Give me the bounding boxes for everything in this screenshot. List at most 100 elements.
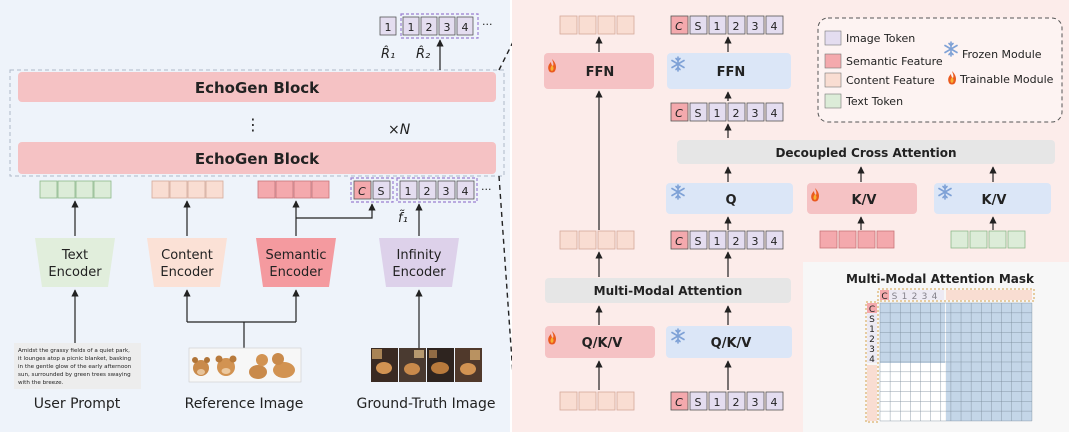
teddy-bear-image — [249, 354, 268, 379]
mask-row-label: S — [869, 315, 875, 325]
user-prompt-box — [14, 343, 141, 389]
text-token-row — [950, 230, 1026, 249]
mask-grid — [879, 302, 1033, 422]
text-encoder-label: Text — [61, 248, 88, 263]
multi-modal-attention-label: Multi-Modal Attention — [594, 284, 743, 298]
image-token: 3 — [752, 396, 759, 409]
ground-truth-image-strip — [371, 348, 482, 382]
prompt-line: in the gentle glow of the early afternoo… — [18, 364, 132, 370]
image-input-row: C S 1 2 3 4 — [670, 391, 784, 411]
image-token: 2 — [733, 20, 740, 33]
token-c: C — [675, 20, 683, 33]
content-feature-row — [151, 180, 224, 199]
input-token: 4 — [462, 185, 469, 198]
text-encoder-label: Encoder — [48, 265, 102, 280]
image-token: 4 — [771, 235, 778, 248]
reference-image-strip — [188, 347, 302, 383]
image-token: 1 — [714, 107, 721, 120]
right-branch-output-row: C S 1 2 3 4 — [670, 15, 784, 35]
mask-row-label: 4 — [869, 355, 875, 365]
content-encoder — [147, 238, 227, 287]
semantic-encoder-label: Semantic — [266, 248, 327, 263]
input-token: 3 — [443, 185, 450, 198]
qkv-right-label: Q/K/V — [711, 336, 752, 351]
teddy-bear-image — [272, 353, 295, 378]
mask-row-label: 1 — [869, 325, 875, 335]
output-token: 4 — [462, 21, 469, 34]
output-token: 1 — [385, 21, 392, 34]
input-token: 2 — [424, 185, 431, 198]
kv-text-label: K/V — [982, 193, 1007, 208]
image-token: 4 — [771, 396, 778, 409]
image-token: 3 — [752, 107, 759, 120]
output-token: 1 — [408, 21, 415, 34]
prompt-line: Amidst the grassy fields of a quiet park… — [18, 348, 130, 354]
semantic-feature-row — [819, 230, 895, 249]
echogen-block-bottom — [18, 142, 496, 174]
qkv-left-module — [545, 326, 655, 358]
echogen-block-top-label: EchoGen Block — [195, 79, 320, 97]
token-c: C — [675, 235, 683, 248]
output-token: 2 — [426, 21, 433, 34]
legend-content-feature: Content Feature — [846, 74, 935, 87]
mask-row-label: 2 — [869, 335, 875, 345]
r-hat-2-label: R̂₂ — [416, 47, 430, 62]
r-hat-1-label: R̂₁ — [381, 47, 395, 62]
prompt-line: with the breeze. — [18, 380, 64, 386]
q-module — [666, 183, 793, 214]
semantic-encoder — [256, 238, 336, 287]
input-token-row: C S 1 2 3 4 ··· — [350, 177, 492, 203]
prompt-line: sun, surrounded by green trees swaying — [18, 372, 131, 378]
divider — [498, 175, 518, 432]
image-token: 2 — [733, 396, 740, 409]
image-token: 2 — [733, 107, 740, 120]
right-panel: C S 1 2 3 4 FFN FFN C S — [512, 0, 1069, 432]
infinity-encoder — [379, 238, 459, 287]
legend-semantic-feature: Semantic Feature — [846, 55, 943, 68]
image-token: 2 — [733, 235, 740, 248]
output-token: 3 — [444, 21, 451, 34]
f-tilde-1-label: f̃₁ — [398, 211, 408, 226]
qkv-left-label: Q/K/V — [582, 336, 623, 351]
image-token: 4 — [771, 20, 778, 33]
cross-attention-output-row: C S 1 2 3 4 — [670, 102, 784, 122]
q-label: Q — [725, 193, 736, 208]
text-token-row — [39, 180, 112, 199]
ffn-right-label: FFN — [717, 65, 746, 80]
decoupled-cross-attention-label: Decoupled Cross Attention — [775, 146, 956, 160]
image-token: 1 — [714, 396, 721, 409]
image-token: 1 — [714, 235, 721, 248]
image-token: 4 — [771, 107, 778, 120]
mask-row-label: 3 — [869, 345, 875, 355]
token-s: S — [695, 20, 702, 33]
mma-image-output-row: C S 1 2 3 4 — [670, 230, 784, 250]
token-c: C — [675, 107, 683, 120]
semantic-encoder-label: Encoder — [269, 265, 323, 280]
input-token: 1 — [405, 185, 412, 198]
ellipsis: ··· — [482, 18, 493, 31]
echogen-stack-outline — [9, 69, 505, 177]
legend-frozen-module: Frozen Module — [962, 48, 1042, 61]
qkv-right-module — [666, 326, 792, 358]
content-encoder-label: Content — [161, 248, 213, 263]
teddy-bear-image — [215, 355, 237, 376]
left-panel: EchoGen Block ⋮ ×N EchoGen Block 1 1 2 3… — [0, 0, 510, 432]
prompt-line: it lounges atop a picnic blanket, baskin… — [18, 356, 132, 362]
ground-truth-image-caption: Ground-Truth Image — [356, 396, 495, 412]
ffn-left-label: FFN — [586, 65, 615, 80]
token-s: S — [695, 107, 702, 120]
infinity-encoder-label: Infinity — [397, 248, 442, 263]
text-encoder — [35, 238, 115, 287]
ffn-left-module — [544, 53, 654, 89]
image-token: 1 — [714, 20, 721, 33]
multi-modal-attention-module — [545, 278, 791, 303]
legend-image-token: Image Token — [846, 32, 915, 45]
legend: Image Token Semantic Feature Content Fea… — [817, 17, 1063, 123]
output-token-row: 1 1 2 3 4 ··· — [379, 13, 493, 39]
times-n-label: ×N — [388, 122, 411, 138]
decoupled-cross-attention-module — [677, 140, 1055, 164]
user-prompt-caption: User Prompt — [34, 396, 121, 412]
echogen-block-top — [18, 72, 496, 102]
token-s: S — [695, 235, 702, 248]
